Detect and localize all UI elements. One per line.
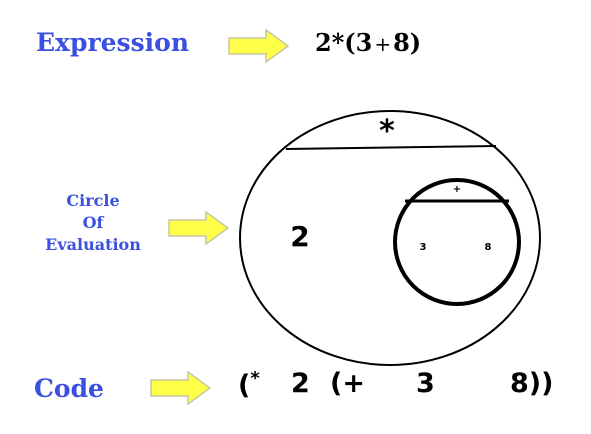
- code-three: 3: [416, 368, 435, 399]
- outer-argument: 2: [290, 220, 310, 253]
- inner-circle: [393, 178, 521, 306]
- inner-operator: +: [452, 184, 462, 195]
- circle-arrow-icon: [168, 210, 230, 246]
- expression-arrow-icon: [228, 28, 290, 64]
- circle-label-line2: Of: [82, 213, 104, 232]
- inner-arg1: 3: [419, 242, 427, 253]
- code-label: Code: [34, 374, 104, 403]
- expression-left: 2*(3: [315, 28, 373, 57]
- code-eight-close: 8)): [510, 368, 554, 399]
- code-two: 2: [291, 368, 310, 399]
- circle-label-line1: Circle: [66, 191, 120, 210]
- code-open-mult: (*: [238, 368, 260, 401]
- circle-of-evaluation-label: Circle Of Evaluation: [18, 190, 168, 256]
- outer-circle: [239, 110, 541, 366]
- expression-text: 2*(3+8): [315, 28, 421, 57]
- circle-label-line3: Evaluation: [45, 235, 141, 254]
- code-open-paren: (: [238, 370, 251, 401]
- code-open-plus: (+: [330, 368, 365, 399]
- outer-circle-divider: [285, 145, 497, 150]
- code-arrow-icon: [150, 370, 212, 406]
- inner-arg2: 8: [484, 242, 492, 253]
- code-mult: *: [250, 368, 260, 389]
- outer-operator: *: [379, 114, 395, 149]
- expression-right: 8): [393, 28, 422, 57]
- expression-label: Expression: [36, 28, 190, 57]
- expression-plus: +: [374, 32, 392, 56]
